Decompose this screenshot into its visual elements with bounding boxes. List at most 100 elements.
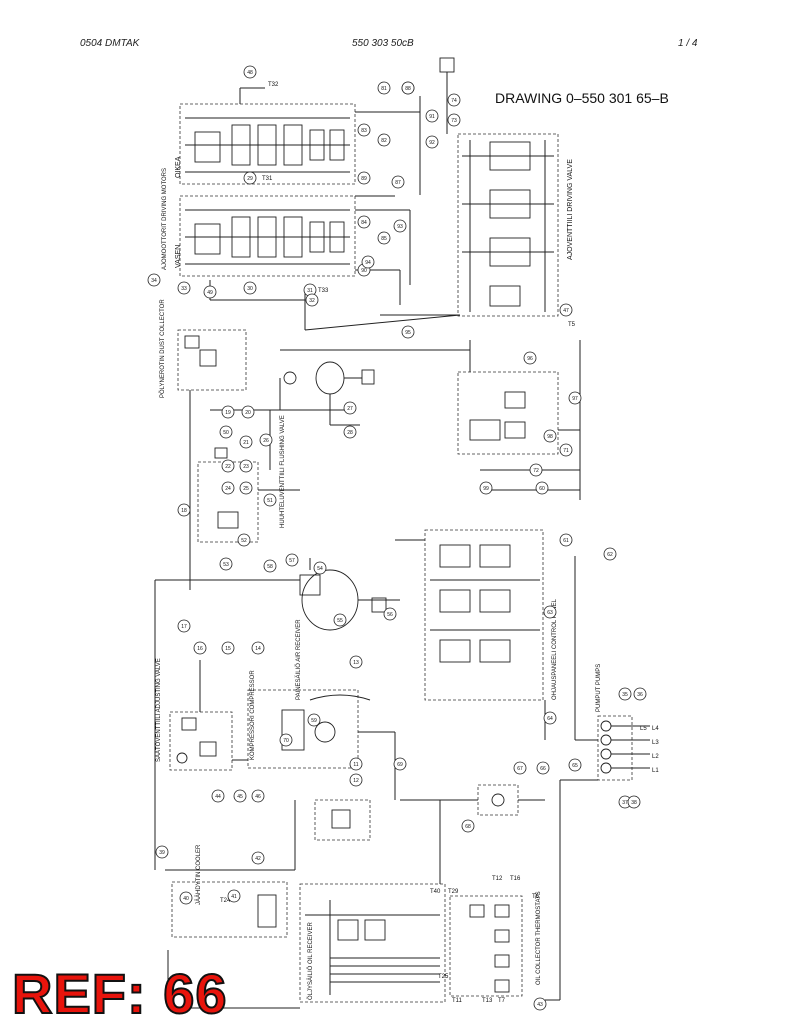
label-compressor: KOMPRESSORI COMPRESSOR: [250, 670, 256, 760]
reference-bubble: 49: [203, 285, 217, 299]
reference-bubble: 37: [618, 795, 632, 809]
reference-bubble: 14: [251, 641, 265, 655]
reference-bubble: 12: [349, 773, 363, 787]
reference-bubble: 21: [239, 435, 253, 449]
reference-bubble-label: 99: [483, 486, 489, 492]
reference-bubble: 74: [447, 93, 461, 107]
reference-bubble: 15: [221, 641, 235, 655]
reference-bubble-label: 96: [527, 356, 533, 362]
reference-bubble-label: 59: [311, 718, 317, 724]
label-adjusting-valve: SÄÄTÖVENTTIILI ADJUSTING VALVE: [155, 658, 162, 762]
motor-right-block: [179, 103, 356, 185]
drawing-title: DRAWING 0–550 301 65–B: [495, 90, 669, 106]
reference-bubble: 25: [239, 481, 253, 495]
reference-bubble: 81: [377, 81, 391, 95]
reference-bubble: 30: [243, 281, 257, 295]
reference-bubble-label: 62: [607, 552, 613, 558]
reference-bubble: 34: [147, 273, 161, 287]
reference-bubble-label: 72: [533, 468, 539, 474]
reference-bubble: 92: [425, 135, 439, 149]
reference-bubble: 43: [533, 997, 547, 1011]
reference-bubble-label: 40: [183, 896, 189, 902]
reference-bubble: 82: [377, 133, 391, 147]
tag-l1: L1: [652, 768, 659, 774]
thermostats-group: OIL COLLECTOR THERMOSTATS: [449, 891, 542, 997]
reference-bubble: 96: [523, 351, 537, 365]
pumps-group: PUMPUT PUMPS: [574, 556, 650, 781]
reference-bubble-label: 71: [563, 448, 569, 454]
reference-bubble: 44: [211, 789, 225, 803]
reference-bubble-label: 19: [225, 410, 231, 416]
reference-bubble: 72: [529, 463, 543, 477]
reference-bubble: 71: [559, 443, 573, 457]
reference-bubble: 29: [243, 171, 257, 185]
reference-bubble-label: 12: [353, 778, 359, 784]
reference-bubble-label: 61: [563, 538, 569, 544]
tag-t25: T25: [438, 974, 449, 980]
reference-bubble: 38: [627, 795, 641, 809]
reference-bubble: 18: [177, 503, 191, 517]
check-valve-block: [477, 784, 519, 816]
tag-t6: T6: [532, 894, 540, 900]
cooler-group: JÄÄHDYTIN COOLER: [165, 800, 296, 938]
label-right: OIKEA: [175, 156, 182, 178]
reference-bubble: 97: [568, 391, 582, 405]
reference-bubble-label: 38: [631, 800, 637, 806]
reference-bubble: 61: [559, 533, 573, 547]
reference-bubble: 42: [251, 851, 265, 865]
label-left: VASEN: [175, 245, 182, 268]
reference-bubble-label: 89: [361, 176, 367, 182]
reference-bubble-label: 17: [181, 624, 187, 630]
label-driving-valve: AJOVENTTIILI DRIVING VALVE: [567, 159, 574, 260]
reference-bubble: 57: [285, 553, 299, 567]
reference-bubble-label: 43: [537, 1002, 543, 1008]
label-air-receiver: PAINESÄILIÖ AIR RECEIVER: [295, 619, 302, 700]
reference-bubble-label: 35: [622, 692, 628, 698]
reference-bubble: 56: [383, 607, 397, 621]
reference-bubble: 84: [357, 215, 371, 229]
reference-bubble-label: 25: [243, 486, 249, 492]
driving-valve-block: [457, 133, 559, 317]
reference-bubble: 94: [361, 255, 375, 269]
reference-bubble: 89: [357, 171, 371, 185]
reference-bubble-label: 16: [197, 646, 203, 652]
air-receiver-tank: [301, 569, 359, 631]
label-cooler: JÄÄHDYTIN COOLER: [195, 844, 202, 905]
label-pumps: PUMPUT PUMPS: [596, 664, 602, 712]
adjusting-valve-block: [169, 711, 233, 771]
oil-receiver-block: [299, 883, 446, 1003]
reference-bubble: 70: [279, 733, 293, 747]
reference-bubble: 64: [543, 711, 557, 725]
tag-l4: L4: [652, 726, 659, 732]
reference-bubble: 73: [447, 113, 461, 127]
filter-block: [314, 799, 371, 841]
pilot-valve-group: [457, 340, 581, 500]
reference-bubble-label: 81: [381, 86, 387, 92]
reference-bubble-label: 82: [381, 138, 387, 144]
tag-t13: T13: [482, 998, 493, 1004]
reference-bubble-label: 53: [223, 562, 229, 568]
reference-bubble-label: 27: [347, 406, 353, 412]
reference-bubble-label: 46: [255, 794, 261, 800]
reference-bubble: 22: [221, 459, 235, 473]
reference-bubble-label: 74: [451, 98, 457, 104]
reference-bubble: 23: [239, 459, 253, 473]
tag-labels: T32 T31 T33 T24 T25 T29 T40 T11 T13 T7 T…: [220, 82, 659, 1004]
reference-bubble-label: 24: [225, 486, 231, 492]
reference-bubble: 16: [193, 641, 207, 655]
reference-bubble-label: 84: [361, 220, 367, 226]
tag-t31: T31: [262, 176, 273, 182]
reference-bubble: 98: [543, 429, 557, 443]
reference-bubble-label: 67: [517, 766, 523, 772]
label-oil-receiver: ÖLJYSÄILIÖ OIL RECEIVER: [307, 922, 314, 1000]
reference-bubble: 47: [559, 303, 573, 317]
reference-bubble: 59: [307, 713, 321, 727]
reference-bubble: 67: [513, 761, 527, 775]
accumulator-group: [279, 361, 375, 426]
reference-bubble-label: 60: [539, 486, 545, 492]
reference-bubble: 53: [219, 557, 233, 571]
reference-bubble: 54: [313, 561, 327, 575]
reference-bubble-label: 94: [365, 260, 371, 266]
header-document-code: 0504 DMTAK: [80, 38, 140, 49]
reference-bubble-label: 37: [622, 800, 628, 806]
